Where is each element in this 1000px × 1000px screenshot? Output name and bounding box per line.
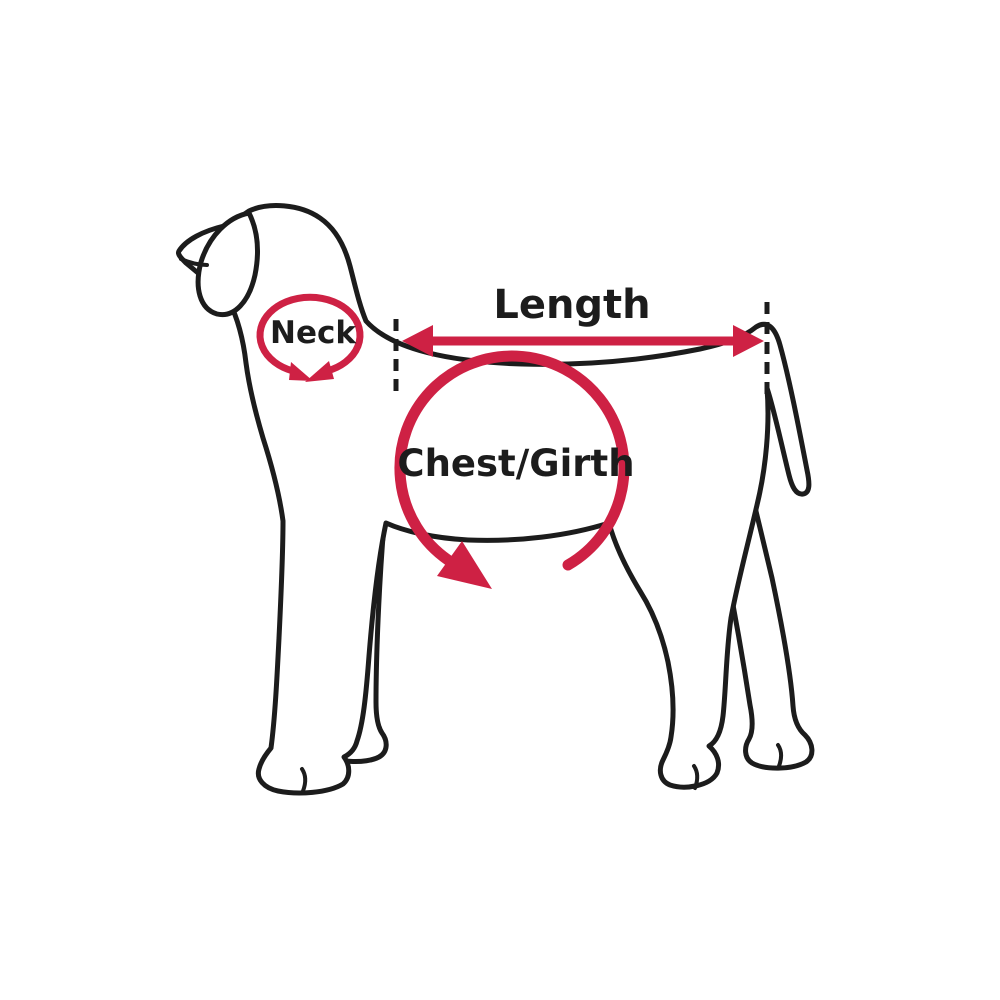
length-arrow-head-left: [402, 325, 433, 357]
length-arrow-head-right: [733, 325, 764, 357]
length-label: Length: [493, 282, 650, 328]
neck-measure-arrowhead-left: [289, 362, 313, 381]
neck-label: Neck: [270, 315, 357, 351]
chest-girth-label: Chest/Girth: [397, 442, 634, 485]
dog-ear: [195, 210, 260, 318]
chest-girth-arrow: [394, 350, 630, 571]
dog-body-outline: [176, 203, 812, 796]
neck-measure-ellipse: [256, 293, 364, 375]
neck-measure-arrowhead-right: [305, 361, 334, 382]
paw-toe-line: [776, 743, 784, 768]
chest-girth-arrowhead: [437, 541, 492, 589]
paw-toe-line: [692, 764, 700, 790]
paw-toe-line: [300, 767, 308, 793]
dog-mouth-line: [179, 257, 209, 267]
